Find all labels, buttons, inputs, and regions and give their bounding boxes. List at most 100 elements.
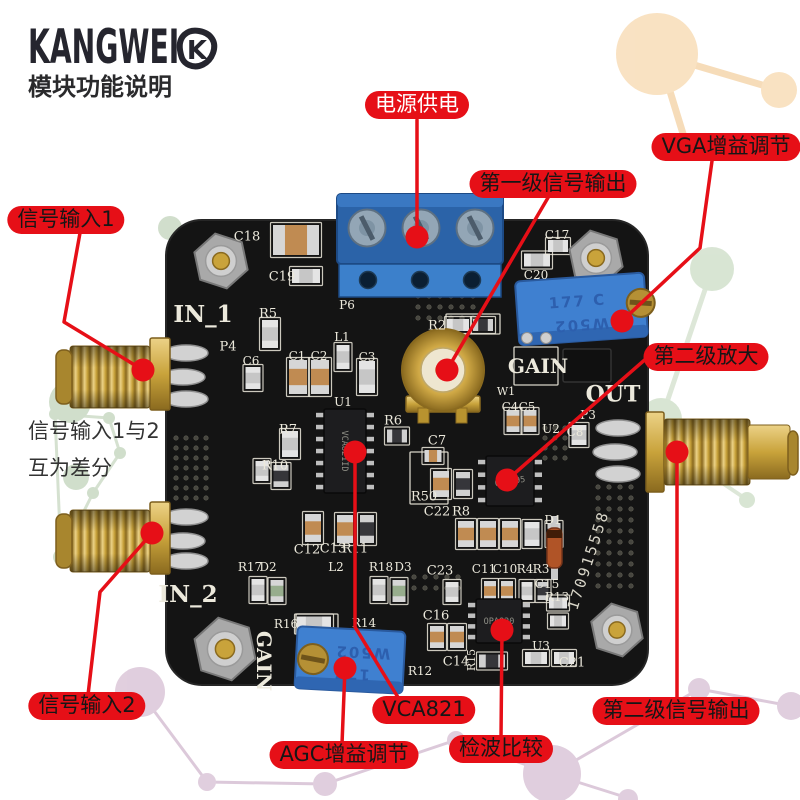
smd-cap <box>282 450 298 457</box>
smd-pad-outline <box>285 356 311 398</box>
smd-cap <box>305 534 321 542</box>
callout-label-vga-gain: VGA增益调节 <box>651 132 800 162</box>
smd-cap <box>562 597 567 609</box>
via-dot <box>183 455 189 461</box>
callout-line-signal-input2 <box>86 531 154 697</box>
callout-label-signal-input1: 信号输入1 <box>7 205 125 235</box>
silkscreen-label: C21 <box>559 656 586 671</box>
ic-pin <box>366 424 374 430</box>
smd-cap <box>255 461 269 467</box>
ic-pin <box>478 497 486 503</box>
smd-cap <box>270 580 284 586</box>
silkscreen-label: P6 <box>339 298 355 312</box>
smd-cap <box>311 385 329 394</box>
smd-component <box>520 250 554 270</box>
sma-hex-section <box>747 424 791 480</box>
smd-pad-outline <box>454 517 478 551</box>
standoff-screw-head <box>211 251 231 271</box>
via-dot <box>411 585 417 591</box>
via-dot <box>628 528 634 534</box>
terminal-top-highlight <box>337 194 503 207</box>
via-dot <box>448 304 454 310</box>
via-dot <box>562 455 568 461</box>
callout-label-agc-gain: AGC增益调节 <box>269 740 419 770</box>
smd-cap <box>289 385 307 394</box>
via-dot <box>411 574 417 580</box>
sma-connector-in2 <box>55 501 209 575</box>
pcb-module: 177 CW502W502177VCA821IDOPA695OPA820C18C… <box>55 193 799 695</box>
smd-pad-outline <box>355 357 379 397</box>
silkscreen-label: C11 <box>472 562 496 576</box>
smd-cap <box>312 269 320 283</box>
smd-cap <box>424 450 429 462</box>
smd-pad-outline <box>307 356 333 398</box>
smd-pad-outline <box>258 316 282 352</box>
decor-molecule-circle <box>114 447 126 459</box>
smd-component <box>545 594 571 612</box>
via-dot <box>628 495 634 501</box>
smd-component <box>356 511 378 547</box>
smd-pad-outline <box>356 511 378 547</box>
ic-pin <box>366 448 374 454</box>
via-dot <box>606 506 612 512</box>
decor-molecule-circle <box>690 247 734 291</box>
smd-pad-outline <box>369 575 389 605</box>
smd-pad-outline <box>383 426 411 446</box>
smd-cap <box>311 360 329 369</box>
smd-cap <box>273 465 289 471</box>
callout-label-vca821-chip: VCA821 <box>372 695 476 725</box>
ic-pin <box>478 472 486 477</box>
ic-pin <box>468 624 476 629</box>
via-dot <box>422 574 428 580</box>
via-dot <box>628 572 634 578</box>
brand-k-badge-outline <box>176 27 218 70</box>
smd-component <box>469 315 497 335</box>
silkscreen-label: C10 <box>493 562 517 576</box>
smd-component <box>476 517 500 551</box>
via-dot <box>542 435 548 441</box>
smd-cap <box>372 595 386 601</box>
smd-cap <box>270 596 284 602</box>
smd-component <box>521 648 551 668</box>
smd-component <box>498 517 522 551</box>
terminal-wire-hole <box>462 270 482 290</box>
via-dot <box>606 550 612 556</box>
standoff-screw-head <box>214 638 236 660</box>
sma-flange <box>645 411 665 493</box>
smd-component <box>248 575 268 605</box>
terminal-wire-hole <box>410 270 430 290</box>
terminal-screw-slot <box>358 215 376 241</box>
smd-pad-outline <box>475 651 509 671</box>
smd-cap <box>549 597 554 609</box>
via-dot <box>617 506 623 512</box>
silkscreen-label: R3 <box>533 562 550 576</box>
decor-molecule-circle <box>616 13 698 95</box>
ic-pin <box>366 472 374 478</box>
via-dot <box>426 315 432 321</box>
smd-cap <box>571 425 587 431</box>
ic-pin <box>468 613 476 618</box>
decor-molecule-circle <box>618 789 638 800</box>
smd-component <box>426 622 448 652</box>
silkscreen-label: C4 <box>502 400 519 414</box>
pot-marking: 177 C <box>548 291 607 313</box>
smd-component <box>568 421 590 449</box>
decor-line <box>205 780 327 786</box>
smd-pad-outline <box>469 315 497 335</box>
smd-cap <box>548 240 554 252</box>
smd-component <box>520 406 540 436</box>
via-dot <box>203 455 209 461</box>
jumper-cap <box>562 348 612 383</box>
ic-pin <box>366 436 374 442</box>
silkscreen-label: C15 <box>535 577 559 591</box>
via-dot <box>617 517 623 523</box>
via-dot <box>617 550 623 556</box>
silkscreen-label: R6 <box>384 414 402 429</box>
smd-component <box>429 467 453 501</box>
smd-cap <box>401 429 407 443</box>
smd-cap <box>484 581 496 587</box>
smd-cap <box>523 426 537 432</box>
silkscreen-label: R2 <box>428 319 446 334</box>
smd-cap <box>543 253 550 267</box>
smd-pad-outline <box>498 517 522 551</box>
